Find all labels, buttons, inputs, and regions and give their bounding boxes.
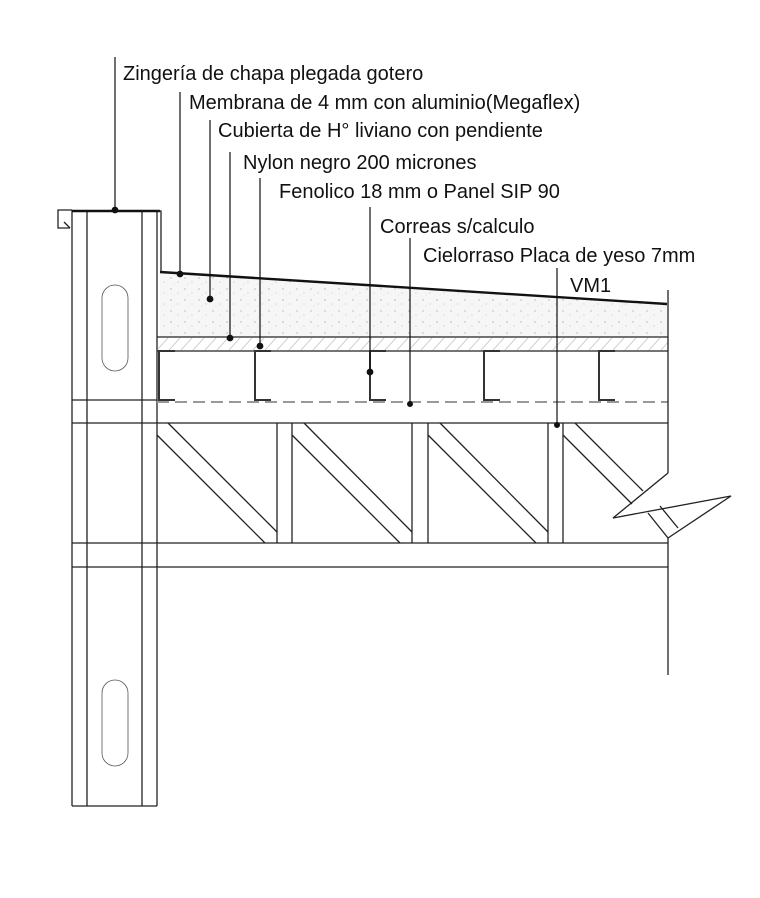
membrane-line [159, 270, 668, 306]
purlins [158, 350, 615, 401]
label-vm1: VM1 [570, 275, 611, 297]
label-cielorraso: Cielorraso Placa de yeso 7mm [423, 245, 695, 267]
label-correas: Correas s/calculo [380, 216, 535, 238]
column-slot-upper [101, 284, 129, 372]
label-cubierta: Cubierta de H° liviano con pendiente [218, 120, 543, 142]
label-zingeria: Zingería de chapa plegada gotero [123, 63, 423, 85]
label-nylon: Nylon negro 200 micrones [243, 152, 476, 174]
break-line-symbol [612, 472, 732, 539]
leader-lines [111, 57, 560, 429]
column-slot-lower [101, 679, 129, 767]
label-fenolico: Fenolico 18 mm o Panel SIP 90 [279, 181, 560, 203]
zingeria-flashing [57, 209, 162, 272]
label-membrana: Membrana de 4 mm con aluminio(Megaflex) [189, 92, 580, 114]
fenolico-board [158, 338, 668, 350]
steel-column [71, 210, 158, 807]
concrete-roof-slab [160, 272, 667, 337]
steel-truss-vm1 [156, 290, 732, 675]
